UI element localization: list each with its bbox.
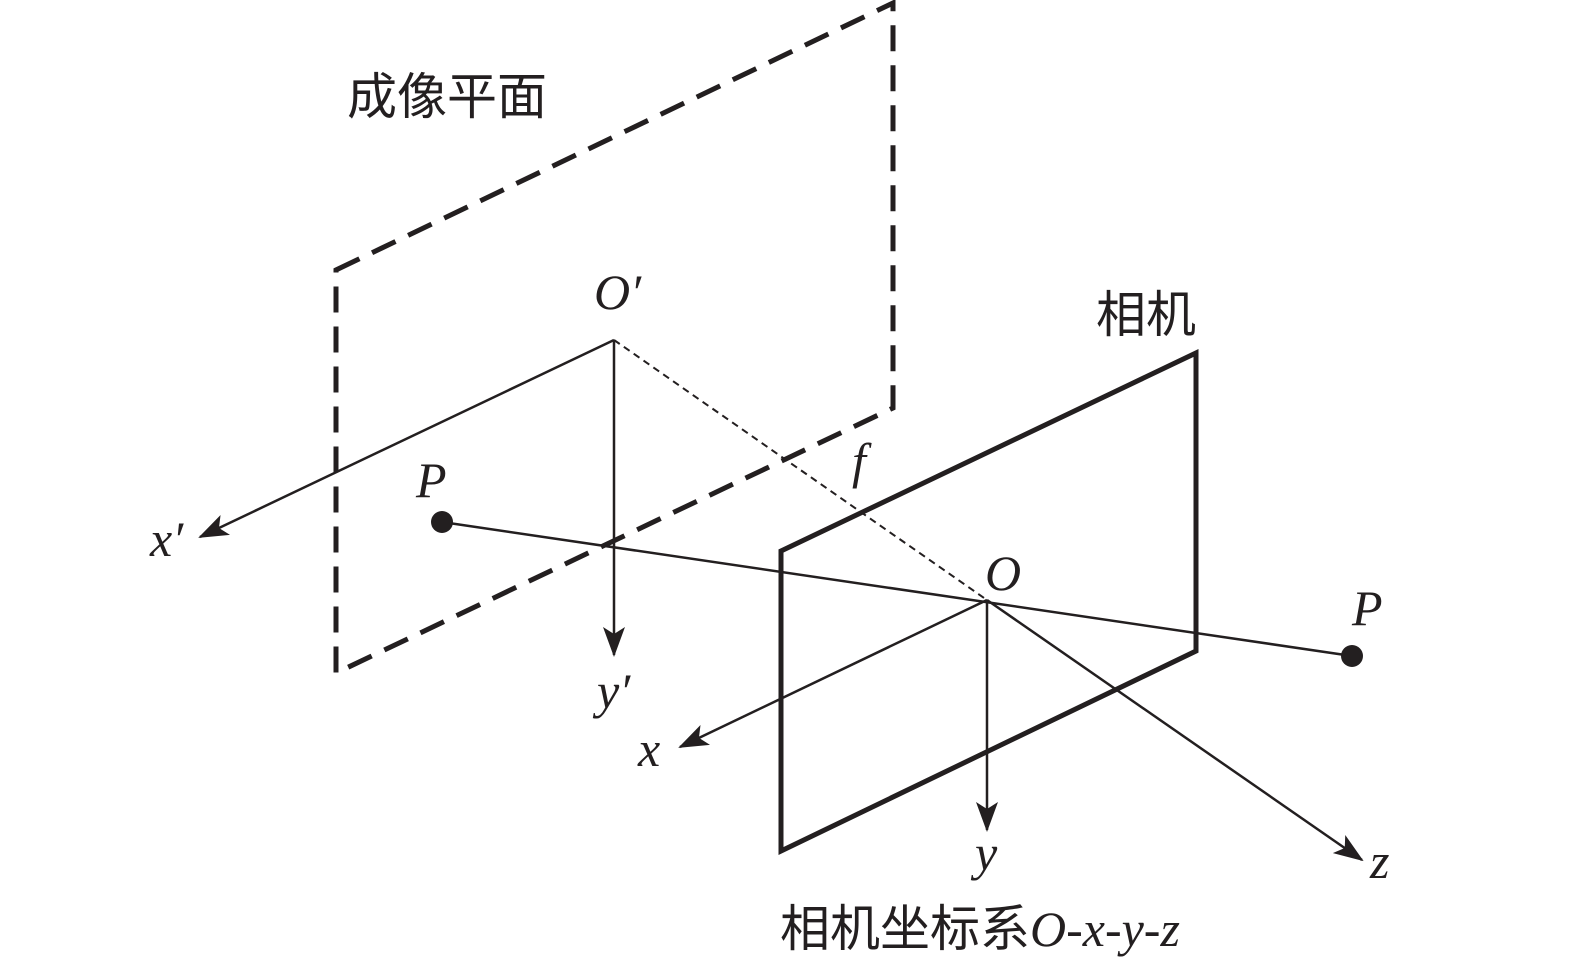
x-label: x: [637, 721, 660, 777]
y-label: y: [970, 825, 998, 881]
p-right-label: P: [1351, 580, 1383, 636]
camera-plane-outline: [778, 349, 1199, 855]
x-prime-axis: [198, 338, 615, 539]
camera-frame-caption: 相机坐标系O-x-y-z: [780, 900, 1180, 958]
point-p-right: [1341, 645, 1363, 667]
camera-frame-caption-prefix: 相机坐标系: [780, 900, 1030, 958]
camera-label: 相机: [1096, 286, 1196, 344]
z-axis: [986, 598, 1364, 862]
point-p-left: [431, 511, 453, 533]
x-prime-label: x′: [149, 511, 184, 567]
x-axis: [678, 598, 988, 749]
focal-length-label: f: [852, 433, 872, 489]
image-plane-outline: [333, 0, 896, 677]
o-prime-label: O′: [594, 264, 642, 320]
o-label: O: [985, 545, 1021, 601]
camera-frame-caption-suffix: O-x-y-z: [1030, 901, 1180, 957]
focal-length-line: [613, 339, 988, 601]
image-plane-label: 成像平面: [347, 68, 547, 126]
y-prime-label: y′: [592, 663, 631, 719]
p-left-label: P: [415, 452, 447, 508]
z-label: z: [1369, 833, 1389, 889]
projection-ray: [441, 520, 1353, 658]
